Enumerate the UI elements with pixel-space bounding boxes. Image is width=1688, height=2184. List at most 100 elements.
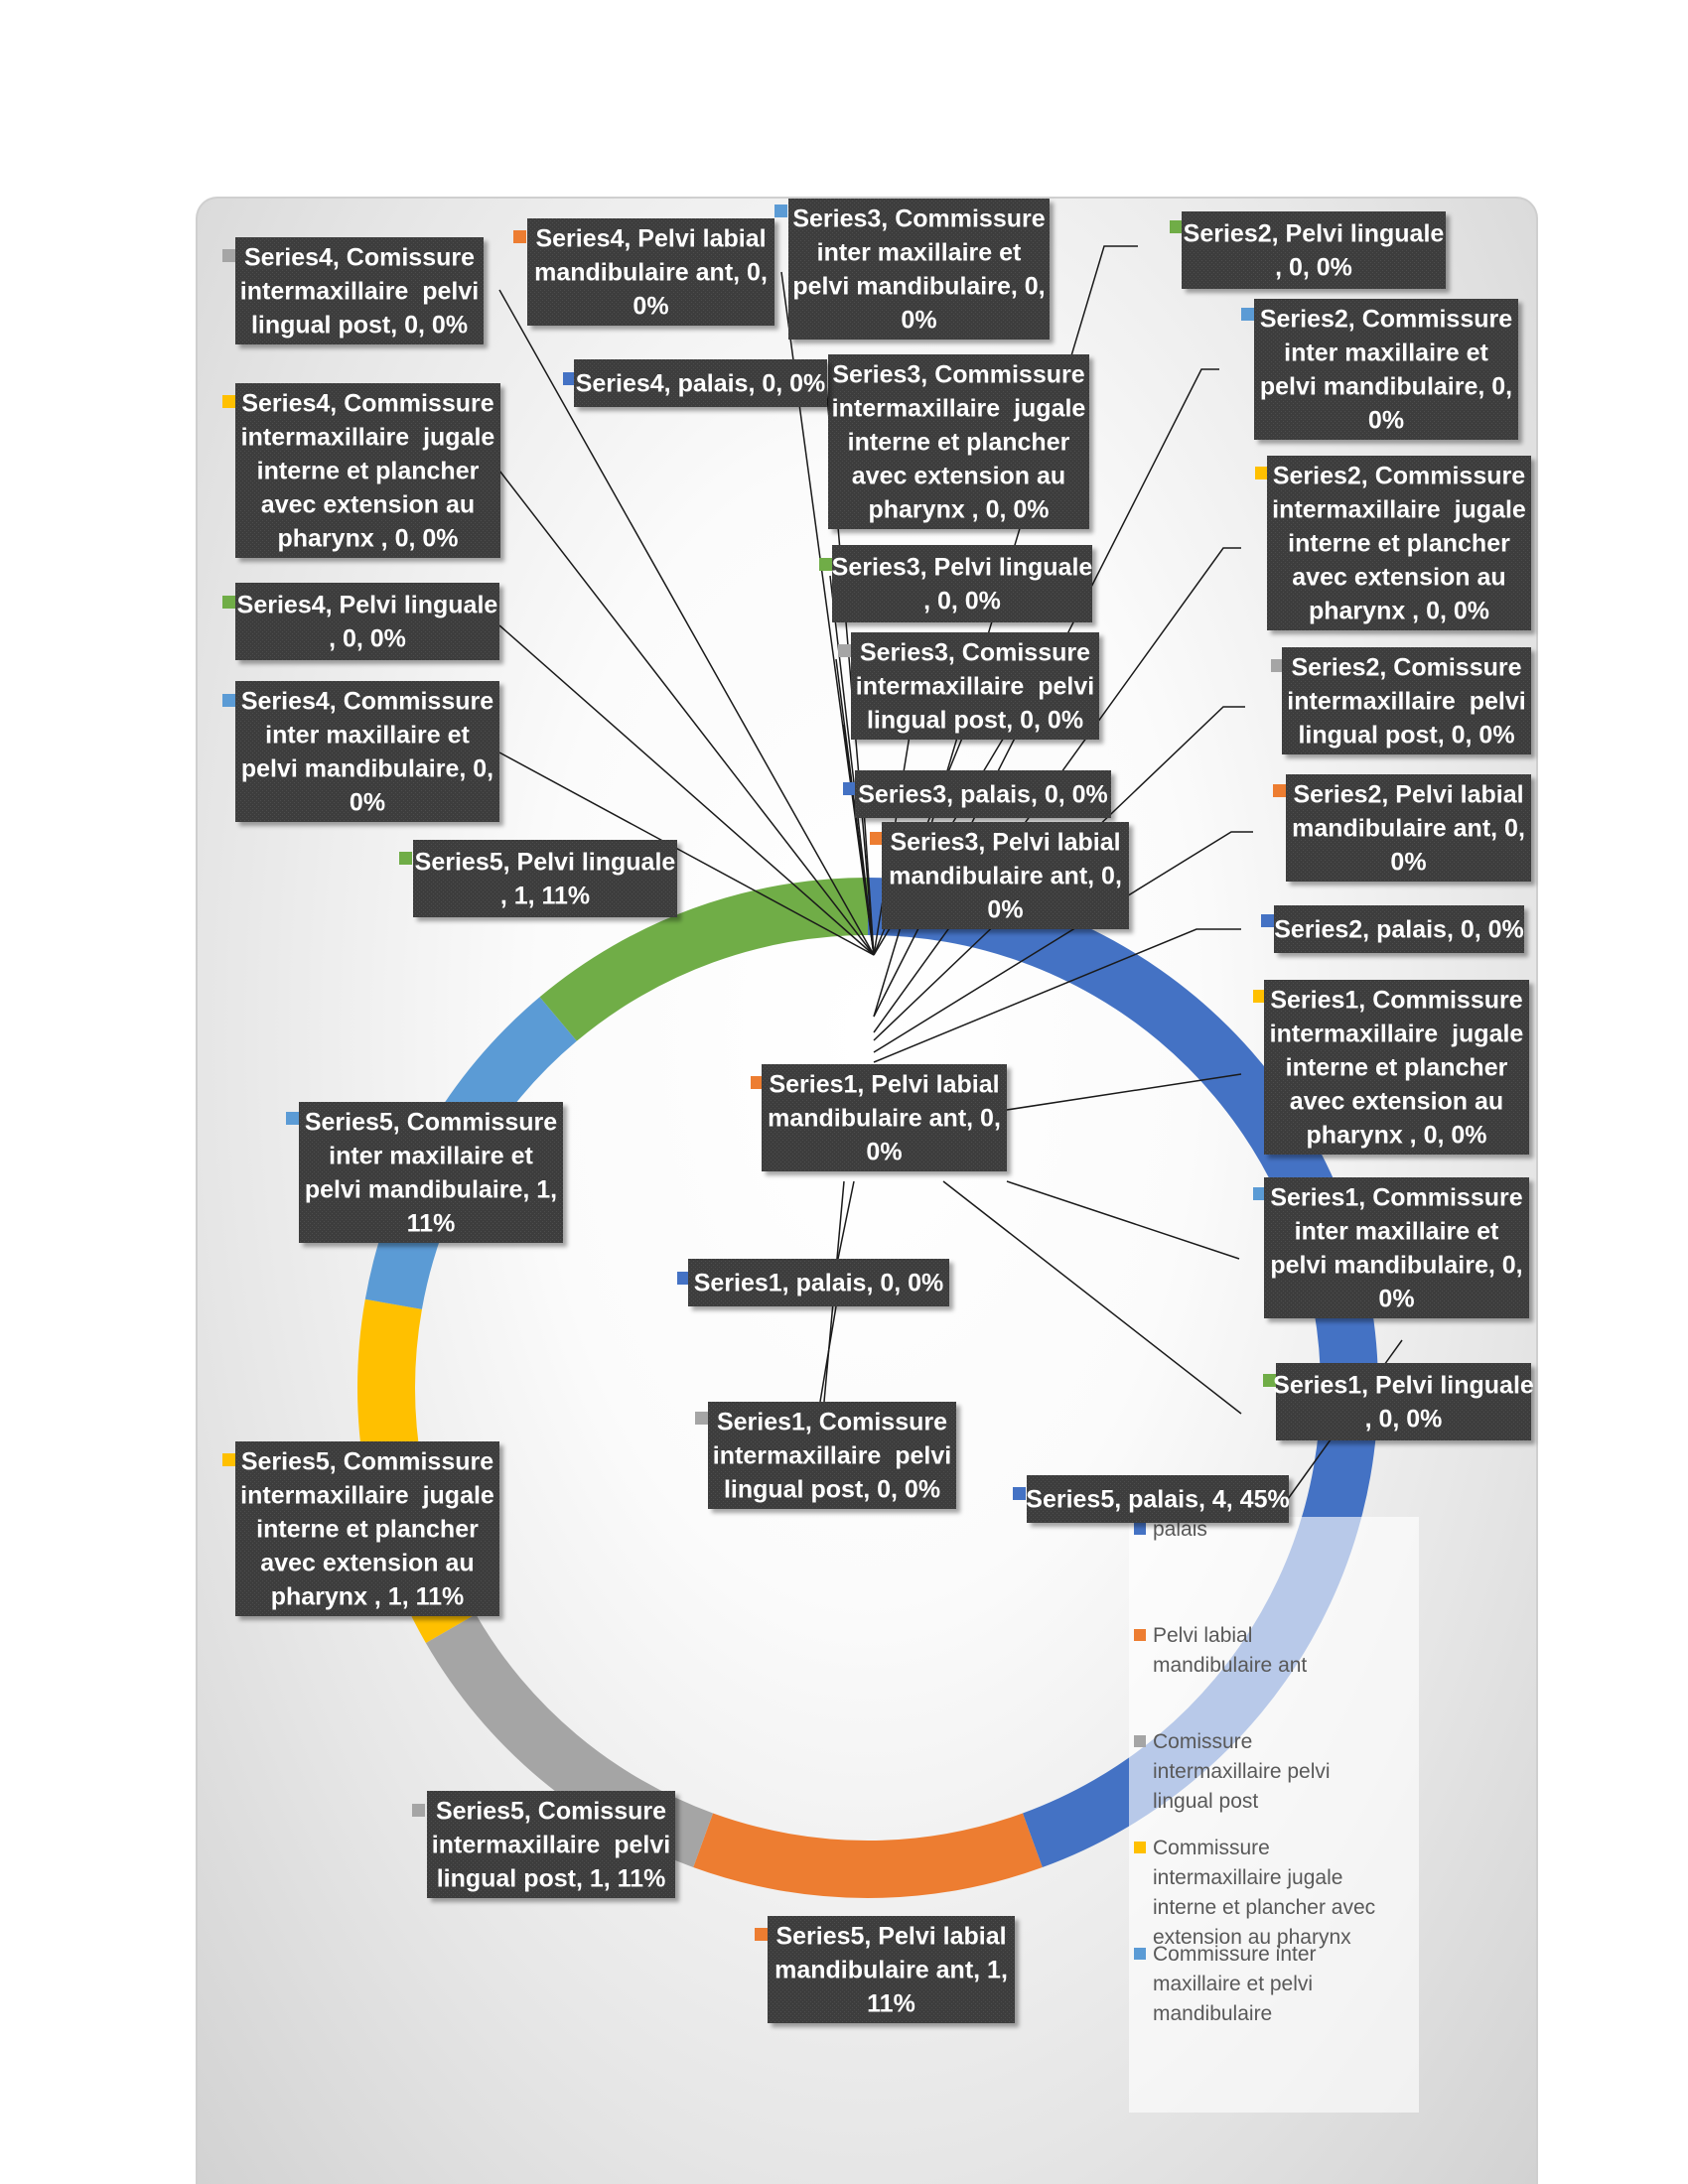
ring-segment-5 [539, 878, 868, 1041]
data-label-text: mandibulaire ant, 1, [774, 1957, 1008, 1984]
data-label-box [882, 822, 1129, 929]
data-label-box [235, 383, 500, 558]
leader-line [942, 1180, 1242, 1415]
data-label: Series5, palais, 4, 45% [1013, 1475, 1290, 1523]
data-label-box [1027, 1475, 1289, 1523]
leader-line [819, 1305, 837, 1403]
data-label-text: inter maxillaire et [817, 239, 1022, 267]
data-label-text: interne et plancher [848, 429, 1070, 457]
data-label-marker [1013, 1487, 1026, 1500]
data-label-text: , 0, 0% [923, 588, 1001, 615]
data-label-text: Series4, Commissure [241, 688, 493, 716]
data-label-text: interne et plancher [1288, 530, 1510, 558]
data-label-box [828, 354, 1089, 529]
data-label-marker [695, 1412, 708, 1425]
data-label-text: 0% [987, 896, 1023, 924]
data-label-marker [513, 230, 526, 243]
legend-label: extension au pharynx [1153, 1926, 1351, 1949]
data-label-box [768, 1916, 1015, 2023]
data-label-box [855, 770, 1111, 818]
data-label-text: pharynx , 1, 11% [271, 1583, 465, 1611]
data-label-text: inter maxillaire et [265, 722, 470, 750]
data-label-text: lingual post, 0, 0% [724, 1476, 940, 1504]
data-label-text: inter maxillaire et [329, 1143, 533, 1170]
legend-label: mandibulaire [1153, 2002, 1272, 2025]
data-label-text: Series2, Commissure [1260, 306, 1512, 334]
leader-line [498, 289, 875, 956]
data-label-marker [1241, 308, 1254, 321]
data-label-box [299, 1102, 563, 1243]
data-label-text: interne et plancher [1286, 1054, 1508, 1082]
data-label-text: Series4, Commissure [241, 390, 493, 418]
data-label-text: pelvi mandibulaire, 1, [305, 1176, 557, 1204]
data-label-text: mandibulaire ant, 0, [534, 259, 768, 287]
data-label-text: Series2, Comissure [1291, 654, 1521, 682]
data-label-text: pharynx , 0, 0% [868, 496, 1049, 524]
data-label-text: avec extension au [260, 1550, 474, 1577]
data-label-text: pharynx , 0, 0% [277, 525, 458, 553]
data-label-marker [222, 694, 235, 707]
leader-line [863, 808, 875, 956]
legend-label: intermaxillaire jugale [1153, 1866, 1342, 1889]
data-label-marker [819, 558, 832, 571]
data-label-text: avec extension au [852, 463, 1065, 490]
legend-label: lingual post [1153, 1790, 1258, 1813]
data-label-box [1282, 647, 1531, 754]
ring-segment-1 [693, 1813, 1043, 1898]
legend-label: Commissure inter [1153, 1943, 1317, 1966]
data-label-text: intermaxillaire pelvi [432, 1832, 670, 1859]
data-label-text: pelvi mandibulaire, 0, [792, 273, 1045, 301]
data-label: Series4, Commissure intermaxillaire jugal… [222, 383, 500, 558]
data-label-marker [1253, 1187, 1266, 1200]
data-label-box [1274, 905, 1524, 953]
data-label-text: interne et plancher [256, 1516, 479, 1544]
data-label-text: interne et plancher [257, 458, 480, 485]
data-label-text: inter maxillaire et [1284, 340, 1488, 367]
data-label-text: 0% [901, 307, 936, 335]
data-label-text: pharynx , 0, 0% [1309, 598, 1489, 625]
data-label-marker [1263, 1374, 1276, 1387]
data-label-text: , 0, 0% [1365, 1406, 1443, 1433]
leader-line [498, 470, 875, 956]
data-label-text: pelvi mandibulaire, 0, [1260, 373, 1512, 401]
data-label-text: 0% [633, 293, 668, 321]
data-label-text: Series4, Comissure [244, 244, 475, 272]
data-label-text: intermaxillaire jugale [241, 424, 495, 452]
data-label-box [788, 199, 1050, 340]
data-label-text: Series4, Pelvi labial [535, 225, 766, 253]
legend-background [1129, 1517, 1419, 2113]
data-label: Series4, palais, 0, 0% [563, 359, 827, 407]
data-label-text: intermaxillaire jugale [1272, 496, 1526, 524]
data-label-box [832, 545, 1092, 622]
data-label-text: Series2, palais, 0, 0% [1274, 916, 1524, 944]
data-label-box [1264, 980, 1529, 1155]
data-label-box [851, 632, 1099, 740]
data-label-marker [1170, 220, 1183, 233]
legend-label: maxillaire et pelvi [1153, 1973, 1313, 1995]
data-label-text: Series5, Comissure [436, 1798, 666, 1826]
data-label: Series3, Pelvi linguale, 0, 0% [819, 545, 1092, 622]
legend-label: Pelvi labial [1153, 1624, 1252, 1647]
data-label-text: mandibulaire ant, 0, [768, 1105, 1001, 1133]
legend-item: palais [1134, 1518, 1207, 1541]
leader-line [873, 928, 1241, 1063]
data-label-box [1264, 1177, 1529, 1318]
data-label-marker [1253, 990, 1266, 1003]
data-label-text: lingual post, 1, 11% [437, 1865, 666, 1893]
leader-line [1006, 1073, 1242, 1111]
data-label-marker [870, 832, 883, 845]
data-label-text: Series5, Commissure [305, 1109, 557, 1137]
data-label-marker [838, 644, 851, 657]
data-label-text: inter maxillaire et [1295, 1218, 1499, 1246]
data-label-text: intermaxillaire pelvi [856, 673, 1094, 701]
data-label-text: pharynx , 0, 0% [1306, 1122, 1486, 1150]
